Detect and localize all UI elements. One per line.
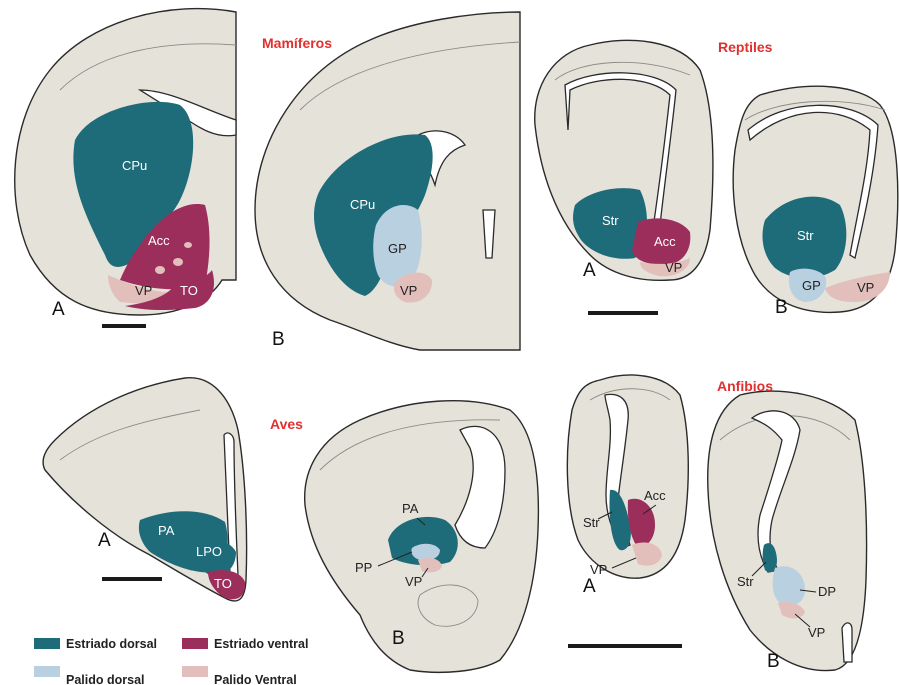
vp-label: VP: [400, 283, 417, 298]
scale-bar: [102, 324, 146, 328]
mammal-section-a: CPu Acc VP TO A: [15, 9, 236, 328]
amphibian-section-a: Str Acc VP A: [567, 375, 688, 648]
to-label: TO: [214, 576, 232, 591]
panel-letter-a: A: [583, 260, 596, 281]
vp-label: VP: [857, 280, 874, 295]
panel-letter-a: A: [583, 576, 596, 597]
cpu-label: CPu: [122, 158, 147, 173]
vp-label: VP: [405, 574, 422, 589]
panel-letter-a: A: [98, 530, 111, 551]
str-label: Str: [602, 213, 619, 228]
legend-label-ventral-striatum: Estriado ventral: [214, 637, 308, 651]
panel-letter-b: B: [767, 651, 780, 672]
pp-label: PP: [355, 560, 372, 575]
vp-label: VP: [590, 562, 607, 577]
vp-label: VP: [135, 283, 152, 298]
gp-label: GP: [802, 278, 821, 293]
pa-label: PA: [158, 523, 175, 538]
legend-swatch-ventral-striatum: [182, 638, 208, 649]
group-title-amphibians: Anfibios: [717, 378, 773, 394]
str-label: Str: [583, 515, 600, 530]
cpu-label: CPu: [350, 197, 375, 212]
legend: Estriado dorsal Estriado ventral Palido …: [34, 637, 308, 685]
panel-letter-b: B: [272, 329, 285, 350]
mammal-section-b: CPu GP VP B: [255, 12, 520, 350]
acc-label: Acc: [644, 488, 666, 503]
scale-bar: [588, 311, 658, 315]
to-label: TO: [180, 283, 198, 298]
str-label: Str: [797, 228, 814, 243]
panel-letter-b: B: [392, 628, 405, 649]
gp-label: GP: [388, 241, 407, 256]
dp-label: DP: [818, 584, 836, 599]
str-label: Str: [737, 574, 754, 589]
legend-label-dorsal-striatum: Estriado dorsal: [66, 637, 157, 651]
scale-bar: [568, 644, 682, 648]
legend-swatch-dorsal-pallidum: [34, 666, 60, 677]
legend-label-dorsal-pallidum: Palido dorsal: [66, 673, 145, 685]
bird-section-b: PA PP VP B: [305, 401, 539, 673]
group-title-mammals: Mamíferos: [262, 35, 332, 51]
panel-letter-b: B: [775, 297, 788, 318]
legend-label-ventral-pallidum: Palido Ventral: [214, 673, 297, 685]
amphibian-section-b: Str DP VP B: [708, 391, 867, 672]
legend-swatch-ventral-pallidum: [182, 666, 208, 677]
legend-swatch-dorsal-striatum: [34, 638, 60, 649]
reptile-section-a: Str Acc VP A: [535, 40, 713, 315]
acc-label: Acc: [148, 233, 170, 248]
panel-letter-a: A: [52, 299, 65, 320]
scale-bar: [102, 577, 162, 581]
vp-label: VP: [665, 260, 682, 275]
reptile-section-b: Str GP VP B: [733, 86, 898, 318]
vp-label: VP: [808, 625, 825, 640]
group-title-reptiles: Reptiles: [718, 39, 773, 55]
group-title-birds: Aves: [270, 416, 303, 432]
acc-label: Acc: [654, 234, 676, 249]
pa-label: PA: [402, 501, 419, 516]
bird-section-a: PA LPO TO A: [43, 378, 247, 601]
lpo-label: LPO: [196, 544, 222, 559]
